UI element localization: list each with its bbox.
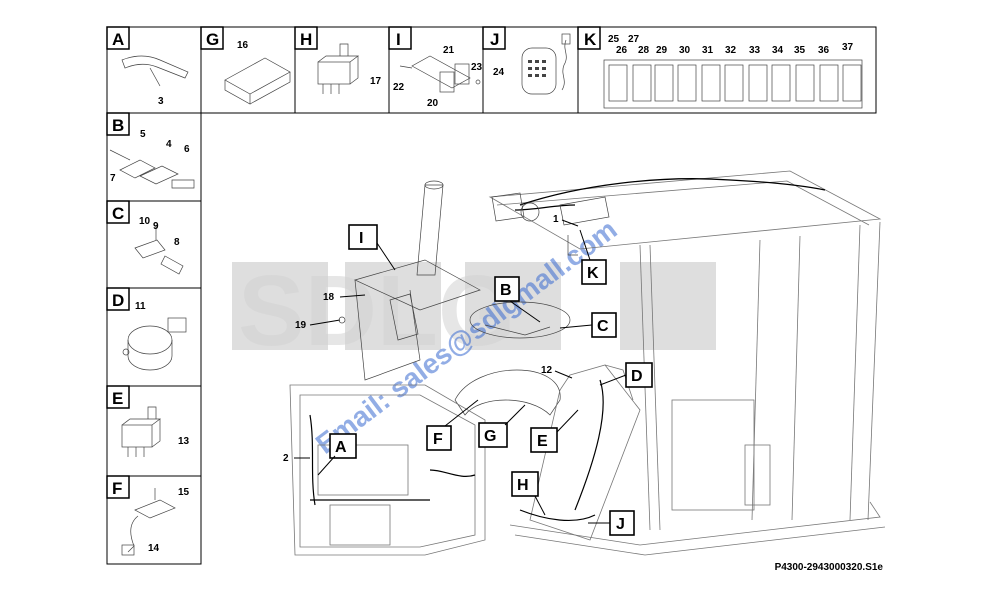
part-number: 31 xyxy=(702,45,714,56)
control-module-part xyxy=(224,57,291,105)
part-number: 24 xyxy=(493,67,505,78)
panel-g: G 16 xyxy=(200,26,296,114)
svg-text:C: C xyxy=(597,318,609,335)
sensor-part xyxy=(134,225,184,275)
switch-row xyxy=(608,64,862,102)
part-number: 10 xyxy=(139,216,151,227)
panel-g-letter: G xyxy=(206,30,219,49)
svg-text:E: E xyxy=(537,433,548,450)
part-number: 32 xyxy=(725,45,737,56)
svg-text:F: F xyxy=(433,431,443,448)
part-number: 3 xyxy=(158,96,164,107)
callout-j: J xyxy=(588,510,635,536)
panel-e-letter: E xyxy=(112,389,123,408)
svg-text:H: H xyxy=(517,477,529,494)
main-callouts: I K B C D A F xyxy=(317,224,653,536)
svg-text:18: 18 xyxy=(323,292,335,303)
part-number: 29 xyxy=(656,45,668,56)
panel-f-letter: F xyxy=(112,479,122,498)
drawing-reference: P4300-2943000320.S1e xyxy=(774,562,883,573)
svg-text:J: J xyxy=(616,516,625,533)
callout-k: K xyxy=(579,229,607,285)
part-number: 37 xyxy=(842,42,854,53)
callout-d: D xyxy=(599,362,653,388)
svg-text:A: A xyxy=(335,439,347,456)
part-number: 5 xyxy=(140,129,146,140)
panel-h-letter: H xyxy=(300,30,312,49)
panel-f: F 15 14 xyxy=(106,475,202,565)
svg-text:G: G xyxy=(484,428,496,445)
bracket-part xyxy=(399,55,481,93)
panel-i-letter: I xyxy=(396,30,401,49)
callout-e: E xyxy=(530,409,579,453)
part-number: 28 xyxy=(638,45,650,56)
part-number: 17 xyxy=(370,76,382,87)
panel-a: A 3 xyxy=(106,26,202,114)
part-number: 21 xyxy=(443,45,455,56)
relay-part xyxy=(317,43,360,94)
panel-b: B 5 4 6 7 xyxy=(106,112,202,202)
part-number: 35 xyxy=(794,45,806,56)
part-number: 33 xyxy=(749,45,761,56)
part-number: 9 xyxy=(153,221,159,232)
callout-g: G xyxy=(478,404,526,448)
part-number: 36 xyxy=(818,45,830,56)
svg-text:K: K xyxy=(587,265,599,282)
panel-j: J 24 xyxy=(482,26,579,114)
callout-c: C xyxy=(559,312,617,338)
svg-text:12: 12 xyxy=(541,365,553,376)
part-number: 27 xyxy=(628,34,640,45)
part-number: 25 xyxy=(608,34,620,45)
callout-b: B xyxy=(494,276,541,323)
part-number: 13 xyxy=(178,436,190,447)
part-number: 16 xyxy=(237,40,249,51)
part-number: 23 xyxy=(471,62,483,73)
svg-text:B: B xyxy=(500,282,512,299)
part-number: 30 xyxy=(679,45,691,56)
panel-e: E 13 xyxy=(106,385,202,477)
clamp-part xyxy=(109,149,195,189)
ignition-switch-part xyxy=(122,317,187,371)
svg-text:D: D xyxy=(631,368,643,385)
panel-a-letter: A xyxy=(112,30,124,49)
handset-part xyxy=(521,33,571,95)
callout-i: I xyxy=(348,224,396,271)
relay-part xyxy=(121,406,162,457)
part-number: 4 xyxy=(166,139,172,150)
part-number: 11 xyxy=(135,301,146,312)
panel-d-letter: D xyxy=(112,291,124,310)
part-number: 8 xyxy=(174,237,180,248)
panel-c: C 10 9 8 xyxy=(106,200,202,289)
part-number: 34 xyxy=(772,45,784,56)
main-numbers: 1 18 19 12 2 xyxy=(283,214,579,464)
panel-i: I 21 23 22 20 xyxy=(388,26,484,114)
svg-text:2: 2 xyxy=(283,453,289,464)
harness-part xyxy=(121,488,176,556)
svg-text:19: 19 xyxy=(295,320,307,331)
callout-h: H xyxy=(511,471,546,516)
panel-d: D 11 xyxy=(106,287,202,387)
callout-f: F xyxy=(426,399,479,451)
part-number: 7 xyxy=(110,173,116,184)
panel-b-letter: B xyxy=(112,116,124,135)
panel-h: H 17 xyxy=(294,26,390,114)
part-number: 14 xyxy=(148,543,160,554)
part-number: 6 xyxy=(184,144,190,155)
callout-a: A xyxy=(317,433,357,476)
svg-text:1: 1 xyxy=(553,214,559,225)
part-number: 15 xyxy=(178,487,190,498)
part-number: 26 xyxy=(616,45,628,56)
panel-k-letter: K xyxy=(584,30,597,49)
panel-j-letter: J xyxy=(490,30,499,49)
part-number: 20 xyxy=(427,98,439,109)
panel-k: K 25 27 26 28 29 30 31 32 33 34 35 36 37 xyxy=(577,26,877,114)
cable-tie-part xyxy=(121,55,189,87)
cab-assembly xyxy=(289,170,886,556)
panel-c-letter: C xyxy=(112,204,124,223)
svg-text:I: I xyxy=(359,230,363,247)
part-number: 22 xyxy=(393,82,405,93)
